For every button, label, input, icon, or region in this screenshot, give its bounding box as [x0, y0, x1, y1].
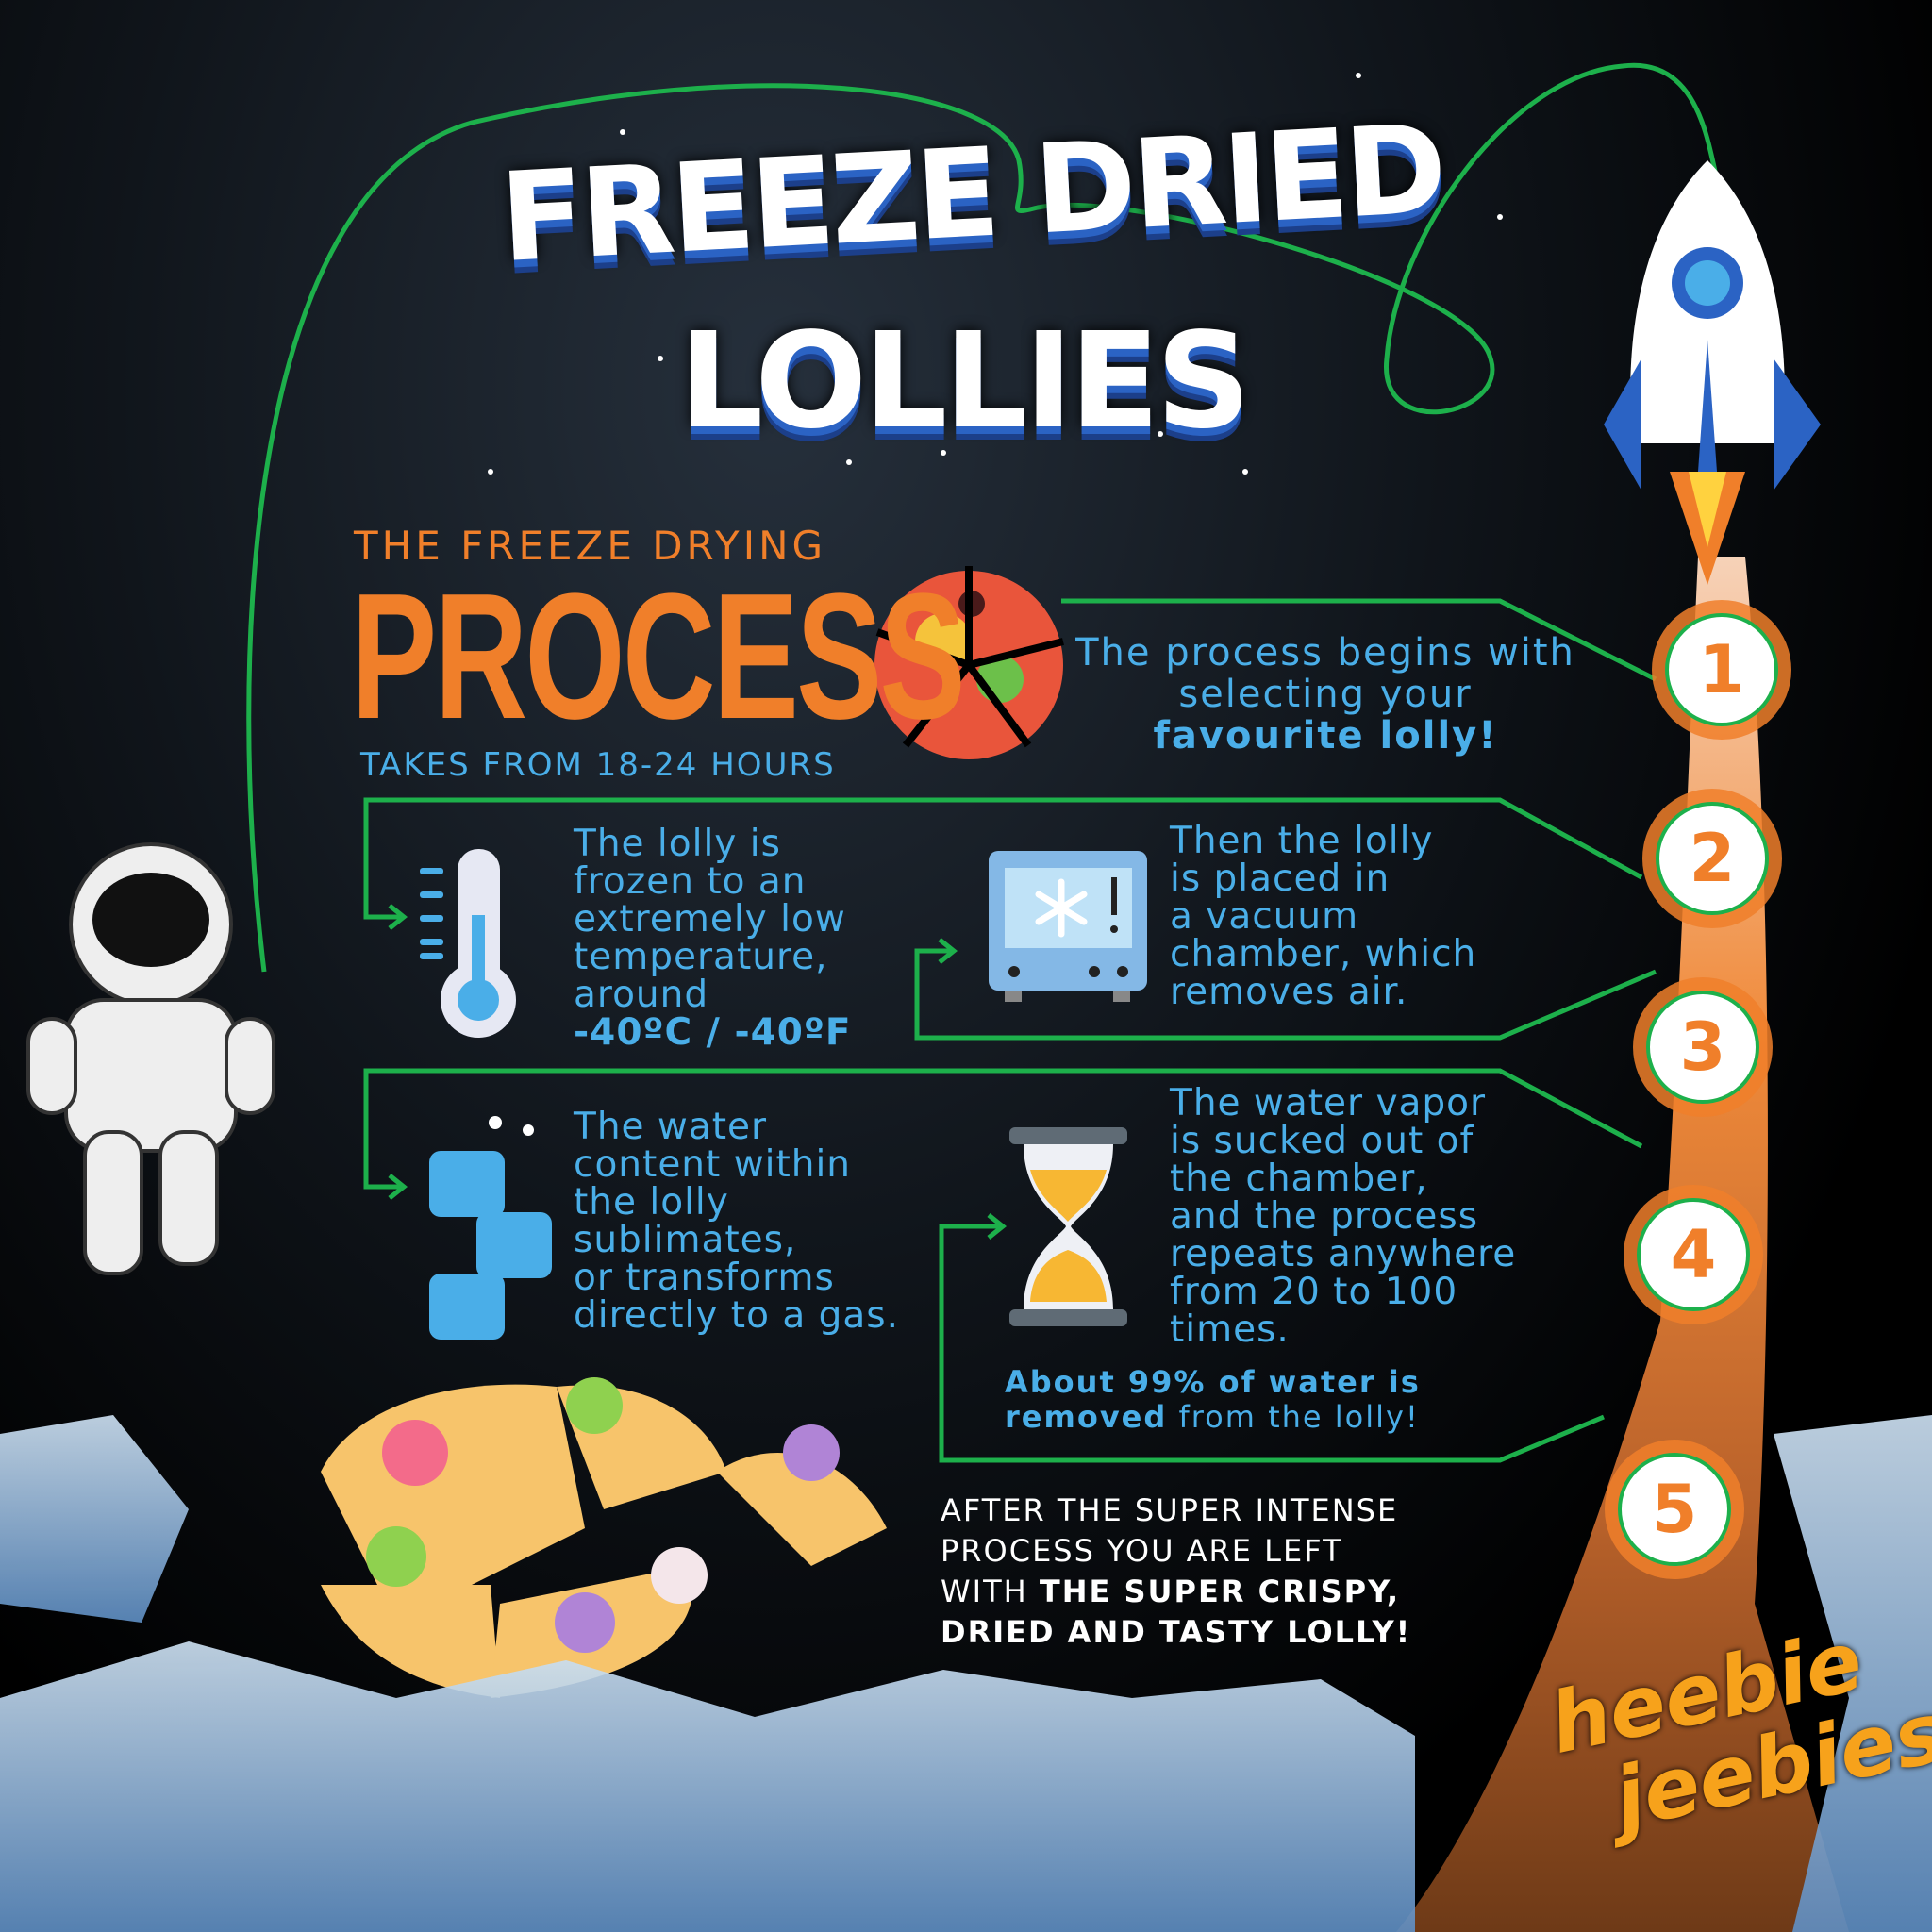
step-number-1: 1 — [1665, 613, 1778, 726]
step5-line: times. — [1170, 1308, 1290, 1351]
step-number-3: 3 — [1646, 991, 1759, 1104]
process-subtitle: THE FREEZE DRYING — [354, 523, 827, 569]
arrow-heads — [388, 904, 1008, 1240]
step3-line: is placed in — [1170, 858, 1391, 900]
water-removed-note-bold: About 99% of water is removed — [1005, 1364, 1421, 1435]
step2-connector — [363, 797, 1643, 920]
rocket-orbit-path — [246, 62, 1720, 973]
step3-line: removes air. — [1170, 971, 1408, 1013]
hourglass-icon — [1009, 1127, 1127, 1326]
step4-line: directly to a gas. — [574, 1294, 900, 1337]
process-heading: PROCESS — [351, 557, 966, 757]
thermometer-icon — [420, 849, 516, 1038]
step3-line: Then the lolly — [1170, 820, 1434, 862]
process-duration: TAKES FROM 18-24 HOURS — [360, 746, 836, 784]
final-line: WITH THE SUPER CRISPY, — [941, 1574, 1401, 1609]
step5-line: repeats anywhere — [1170, 1233, 1517, 1275]
water-removed-note-rest: from the lolly! — [1167, 1399, 1420, 1435]
ice-rocks-image — [0, 1415, 1932, 1932]
step2-line: The lolly is — [574, 823, 781, 865]
title-line2: LOLLIES — [679, 305, 1251, 458]
step1-connector — [1061, 598, 1657, 682]
step5-line: from 20 to 100 — [1170, 1271, 1458, 1313]
step3-line: chamber, which — [1170, 933, 1477, 975]
step-number-5: 5 — [1618, 1453, 1731, 1566]
step4-line: sublimates, — [574, 1219, 797, 1261]
ice-cubes-icon — [429, 1116, 552, 1340]
freeze-dried-pizza-image — [321, 1377, 887, 1698]
water-removed-note: About 99% of water is removed from the l… — [1005, 1365, 1476, 1435]
step5-line: and the process — [1170, 1195, 1479, 1238]
step2-line: temperature, — [574, 936, 828, 978]
step4-line: or transforms — [574, 1257, 835, 1299]
snowflake-icon — [1035, 878, 1088, 938]
flow-lines — [363, 598, 1657, 1463]
step2-line: frozen to an — [574, 860, 807, 903]
step5-connector — [939, 1224, 1605, 1463]
freezer-chamber-icon — [989, 851, 1147, 1002]
step4-connector — [363, 1068, 1643, 1190]
step1-text-bold: favourite lolly! — [1153, 714, 1498, 758]
step-number-2: 2 — [1656, 802, 1769, 915]
stars — [488, 73, 1503, 475]
step5-line: the chamber, — [1170, 1158, 1428, 1200]
step1-text-body: The process begins with selecting your — [1075, 631, 1575, 716]
final-message: AFTER THE SUPER INTENSE PROCESS YOU ARE L… — [941, 1491, 1469, 1653]
final-line: PROCESS YOU ARE LEFT — [941, 1533, 1343, 1569]
step5-line: is sucked out of — [1170, 1120, 1474, 1162]
step2-temperature: -40ºC / -40ºF — [574, 1011, 852, 1054]
step5-line: The water vapor — [1170, 1082, 1487, 1124]
final-line: DRIED AND TASTY LOLLY! — [941, 1614, 1412, 1650]
rocket-icon — [1604, 160, 1821, 585]
step4-line: The water — [574, 1106, 768, 1148]
step3-line: a vacuum — [1170, 895, 1359, 938]
step-number-4: 4 — [1637, 1198, 1750, 1311]
step3-connector — [914, 948, 1657, 1041]
step4-line: the lolly — [574, 1181, 729, 1224]
astronaut-icon — [26, 842, 275, 1275]
step2-line: extremely low — [574, 898, 846, 941]
final-line: AFTER THE SUPER INTENSE — [941, 1492, 1399, 1528]
step4-line: content within — [574, 1143, 852, 1186]
step2-line: around — [574, 974, 709, 1016]
pizza-lolly-image — [874, 566, 1064, 759]
